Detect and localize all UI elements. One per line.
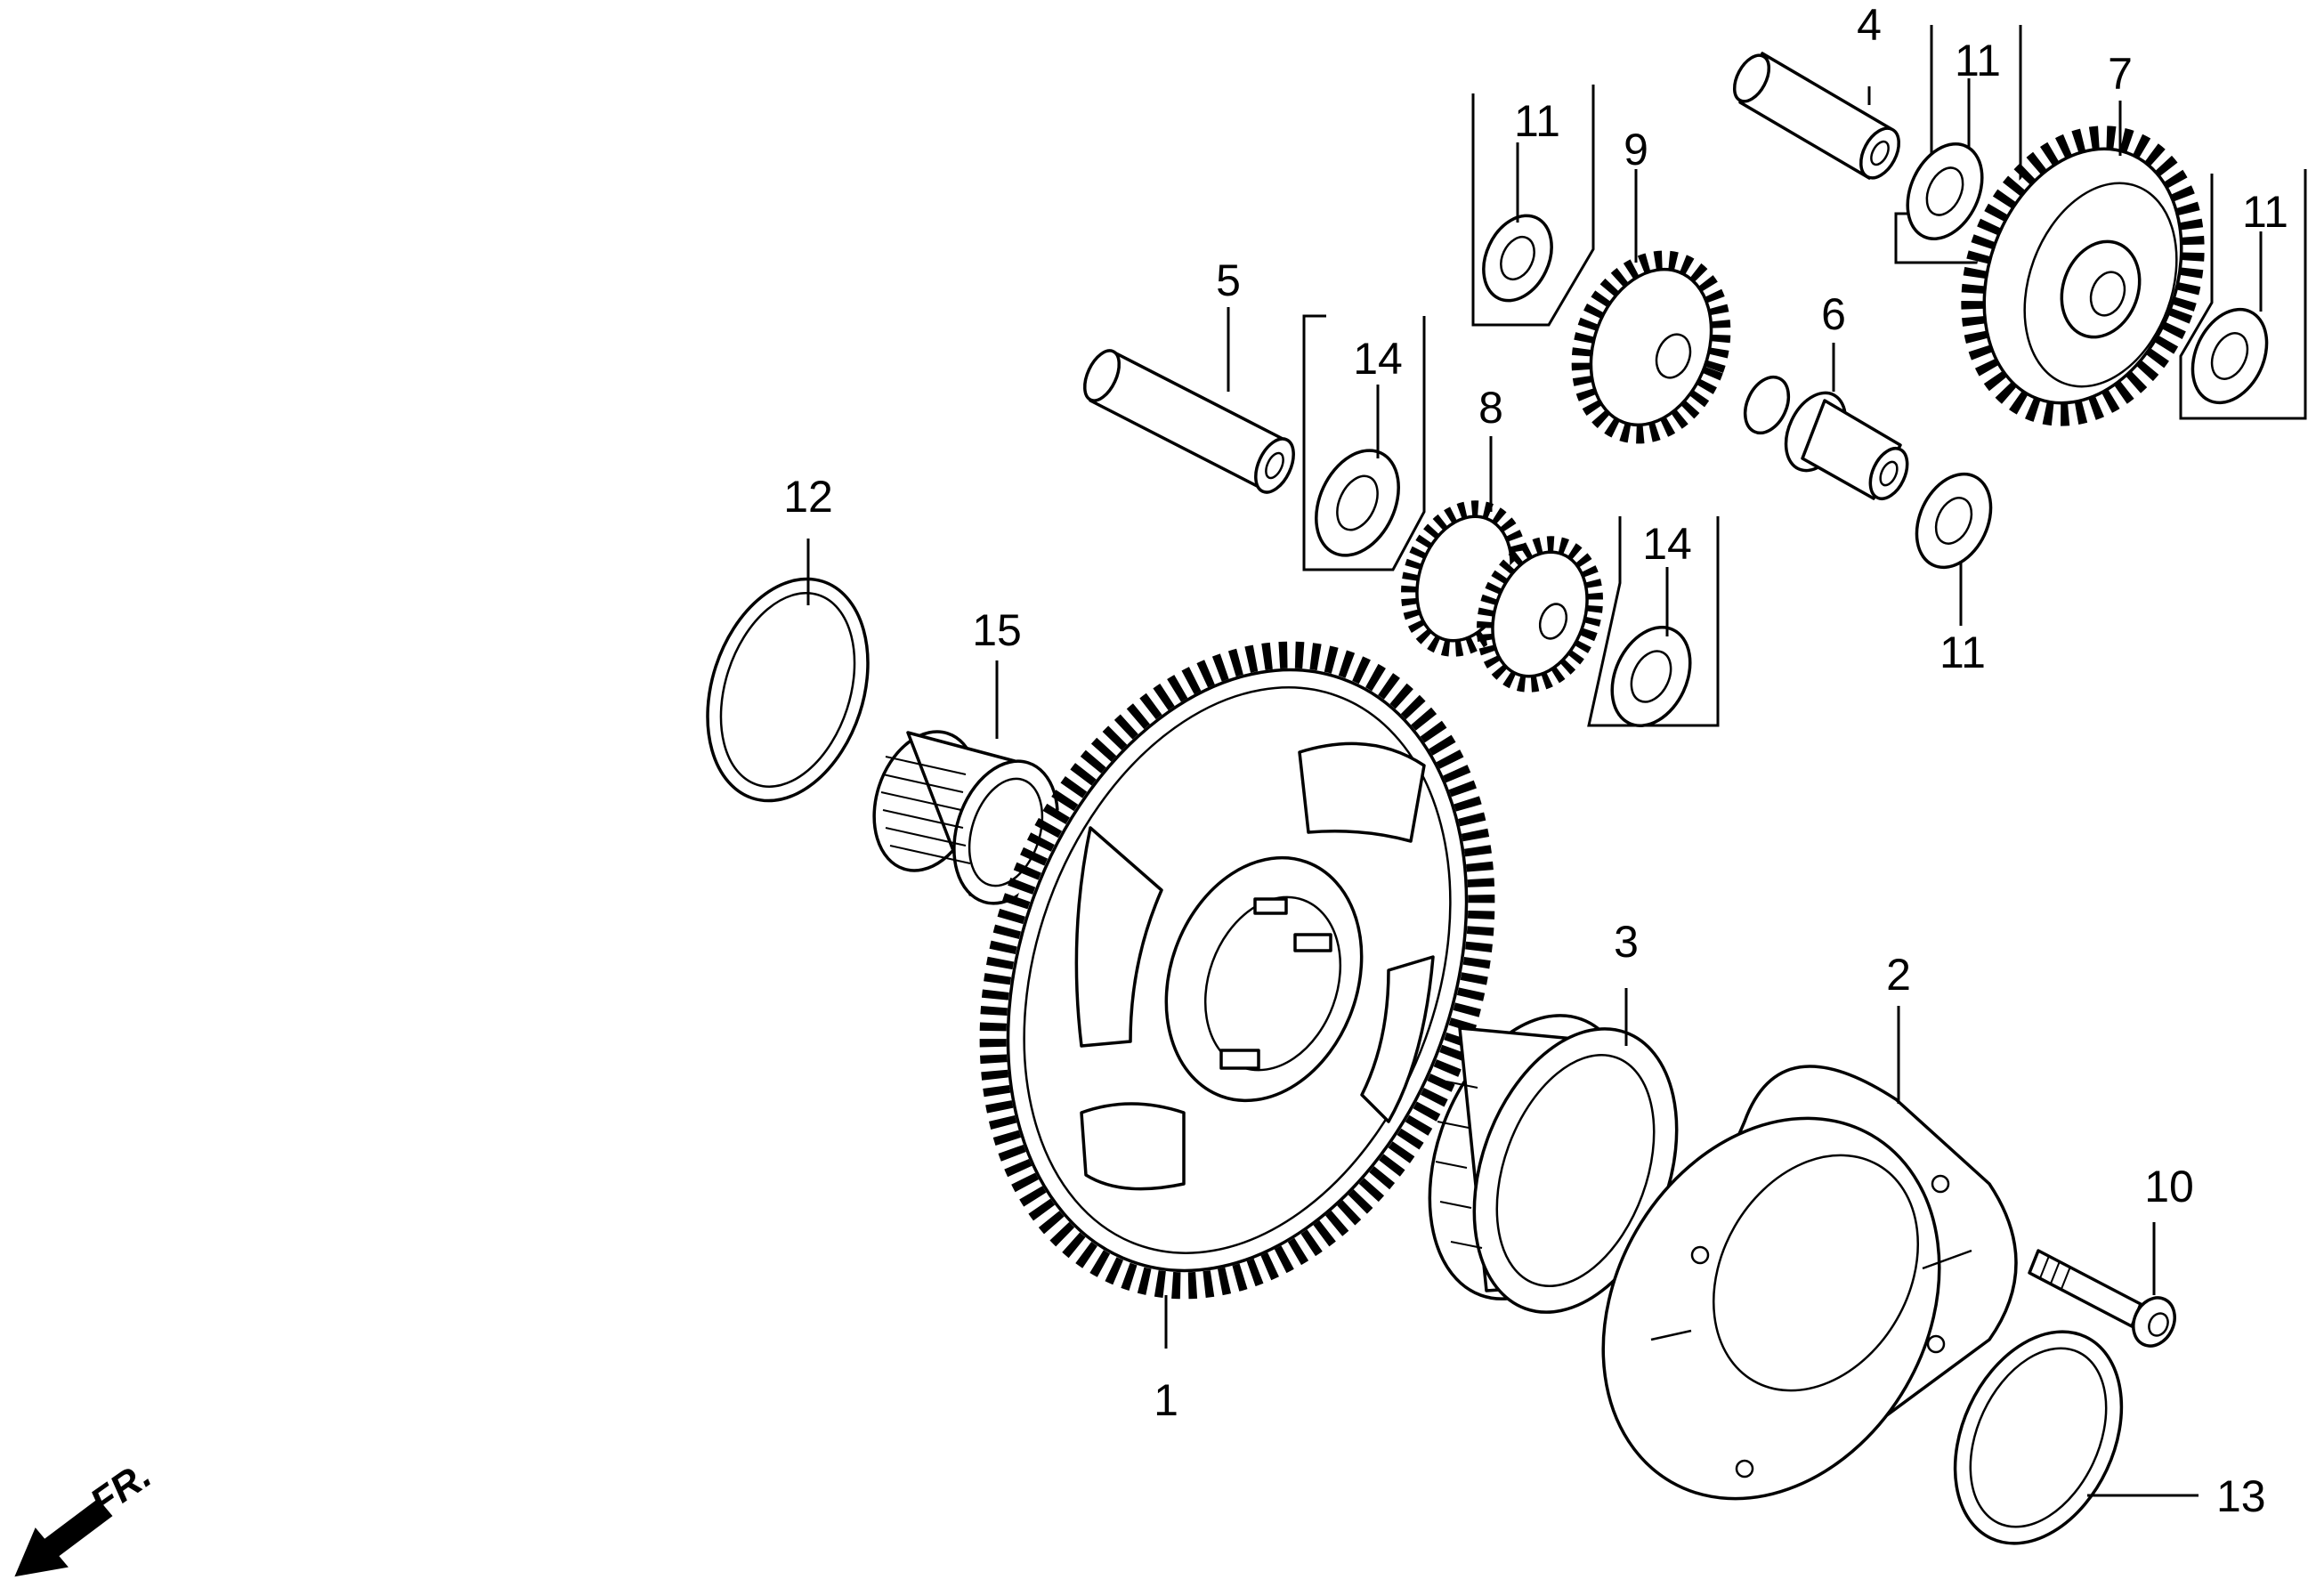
callout-6: 6 (1821, 289, 1846, 339)
front-arrow-icon (14, 1498, 113, 1577)
leader-lines (806, 78, 2263, 1497)
callout-5: 5 (1216, 255, 1241, 305)
callout-9: 9 (1624, 125, 1648, 174)
callout-3: 3 (1614, 917, 1639, 967)
part-11-washer-c (2179, 169, 2307, 420)
part-11-washer-b (1894, 25, 2022, 264)
part-11-washer-a (1471, 85, 1595, 327)
callout-1: 1 (1154, 1375, 1178, 1425)
callout-10: 10 (2144, 1162, 2194, 1211)
part-5-shaft (1082, 349, 1295, 494)
callout-12: 12 (783, 472, 833, 522)
callout-4: 4 (1857, 0, 1882, 50)
part-8-double-gear (1401, 500, 1603, 693)
part-13-washer (1953, 1330, 2124, 1545)
part-4-shaft (1732, 52, 1900, 180)
callout-7: 7 (2108, 49, 2133, 99)
callout-2: 2 (1886, 950, 1911, 1000)
part-6-collar-shaft (1743, 375, 1909, 500)
callout-11-a: 11 (1514, 96, 1560, 146)
part-7-gear (1961, 126, 2205, 426)
part-1-driven-gear (979, 641, 1495, 1300)
part-11-washer-d (1915, 472, 1993, 570)
callout-11-b: 11 (1955, 36, 2001, 85)
callout-13: 13 (2216, 1471, 2266, 1521)
part-14-washer-upper (1302, 314, 1426, 571)
part-9-small-gear (1571, 250, 1731, 444)
callout-14-a: 14 (1353, 334, 1403, 384)
part-2-clutch-outer (1601, 1065, 2018, 1501)
part-3-one-way-clutch (1428, 1014, 1679, 1314)
part-12-shim (706, 577, 870, 803)
callout-8: 8 (1478, 383, 1503, 433)
callout-15: 15 (972, 605, 1022, 655)
callout-11-c: 11 (2242, 187, 2288, 237)
callout-labels: 1 2 3 4 5 6 7 8 9 10 11 11 11 11 12 13 1… (783, 0, 2288, 1521)
callout-11-d: 11 (1939, 628, 1986, 677)
part-10-socket-bolt (2028, 1249, 2176, 1348)
callout-14-b: 14 (1642, 519, 1692, 569)
front-direction-indicator: FR. (14, 1453, 159, 1577)
part-14-washer-lower (1587, 516, 1720, 727)
